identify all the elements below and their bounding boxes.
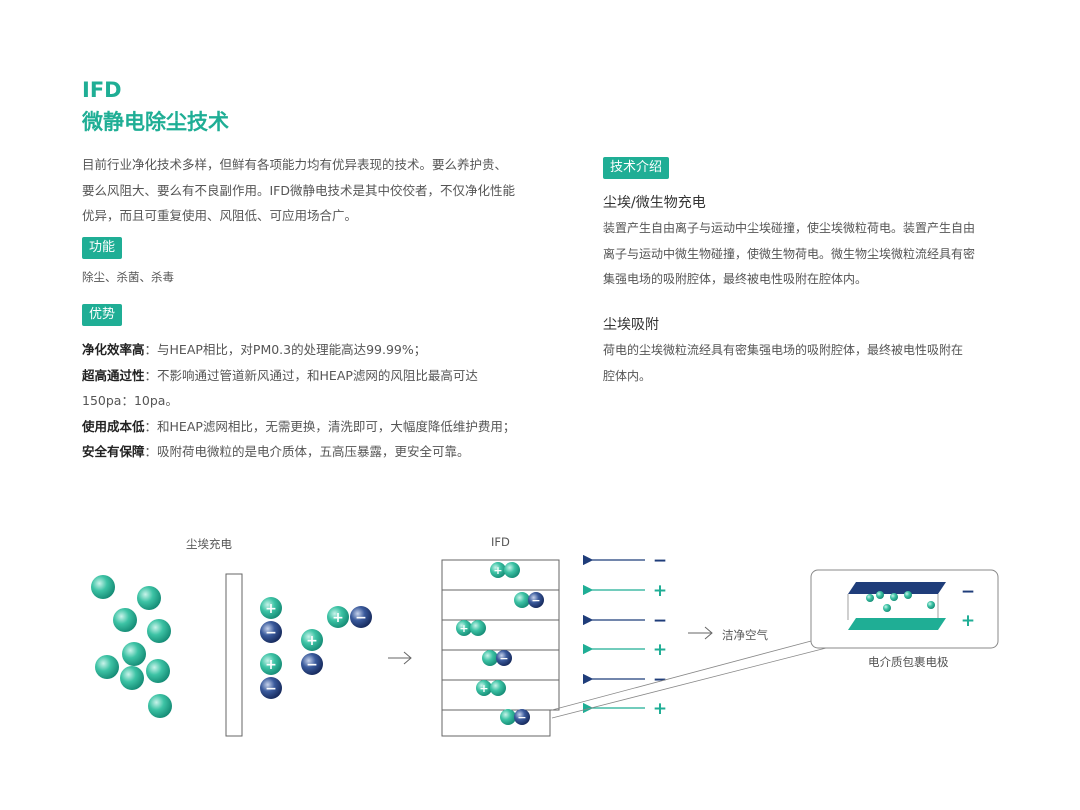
svg-text:+: + (306, 633, 318, 649)
advantage-text: ：吸附荷电微粒的是电介质体，五高压暴露，更安全可靠。 (144, 444, 470, 459)
svg-text:−: − (517, 711, 526, 724)
svg-text:+: + (265, 657, 277, 673)
advantage-item: 使用成本低：和HEAP滤网相比，无需更换，清洗即可，大幅度降低维护费用； (82, 414, 562, 440)
advantage-key: 超高通过性 (82, 367, 145, 383)
tech-badge: 技术介绍 (603, 157, 670, 179)
advantage-text: ：和HEAP滤网相比，无需更换，清洗即可，大幅度降低维护费用； (144, 418, 516, 434)
flow-arrow (388, 651, 412, 665)
advantage-item: 净化效率高：与HEAP相比，对PM0.3的处理能高达99.99%； (82, 337, 562, 363)
intro-line: 优异，而且可重复使用、风阻低、可应用场合广。 (82, 208, 358, 223)
advantage-text: ：与HEAP相比，对PM0.3的处理能高达99.99%； (144, 342, 427, 357)
page-title: 微静电除尘技术 (82, 110, 229, 134)
svg-text:+: + (265, 601, 277, 617)
svg-text:+: + (479, 682, 488, 695)
sign: + (653, 640, 667, 660)
field-arrows (582, 554, 645, 714)
advantage-item-cont: 150pa：10pa。 (82, 393, 178, 408)
captured-particles: + − + − + − (456, 562, 544, 725)
sign: − (653, 670, 667, 690)
intro-line: 目前行业净化技术多样，但鲜有各项能力均有优异表现的技术。要么养护贵、 (82, 157, 508, 172)
ifd-stack (441, 559, 560, 737)
advantage-list: 净化效率高：与HEAP相比，对PM0.3的处理能高达99.99%； 超高通过性：… (82, 337, 562, 465)
electrode-detail (810, 569, 999, 649)
clean-air-arrow (688, 626, 713, 640)
tech-s2-title: 尘埃吸附 (603, 317, 659, 333)
electrode-minus: − (961, 582, 975, 602)
tech-line: 装置产生自由离子与运动中尘埃碰撞，使尘埃微粒荷电。装置产生自由 (603, 221, 976, 235)
sign: − (653, 611, 667, 631)
charge-label: 尘埃充电 (186, 537, 232, 551)
advantage-text: ：不影响通过管道新风通过，和HEAP滤网的风阻比最高可达 (144, 367, 478, 383)
sign: − (653, 551, 667, 571)
tech-line: 离子与运动中微生物碰撞，使微生物荷电。微生物尘埃微粒流经具有密 (603, 246, 976, 261)
dust-particles (91, 575, 172, 718)
sign: + (653, 699, 667, 719)
charging-plate (225, 573, 243, 737)
clean-air-label: 洁净空气 (722, 628, 768, 642)
svg-text:−: − (265, 681, 277, 697)
svg-text:−: − (499, 652, 508, 665)
tech-line: 腔体内。 (603, 368, 652, 383)
svg-text:−: − (265, 625, 277, 641)
electrode-plus: + (961, 611, 975, 631)
advantage-key: 净化效率高 (82, 342, 145, 357)
charged-particles: + − + − + − + − (260, 597, 372, 699)
svg-text:−: − (531, 594, 540, 607)
ifd-heading: IFD (82, 78, 122, 102)
tech-s1-paragraph: 装置产生自由离子与运动中尘埃碰撞，使尘埃微粒荷电。装置产生自由 离子与运动中微生… (603, 216, 1043, 293)
tech-line: 荷电的尘埃微粒流经具有密集强电场的吸附腔体，最终被电性吸附在 (603, 343, 964, 357)
svg-text:+: + (332, 610, 344, 626)
advantage-item: 超高通过性：不影响通过管道新风通过，和HEAP滤网的风阻比最高可达 (82, 363, 562, 389)
svg-text:−: − (355, 610, 367, 626)
function-badge: 功能 (82, 237, 123, 259)
function-text: 除尘、杀菌、杀毒 (82, 270, 174, 284)
advantage-badge: 优势 (82, 304, 123, 326)
svg-text:+: + (493, 564, 502, 577)
advantage-item: 安全有保障：吸附荷电微粒的是电介质体，五高压暴露，更安全可靠。 (82, 439, 562, 465)
advantage-key: 安全有保障 (82, 444, 145, 459)
ifd-diagram-label: IFD (491, 535, 510, 549)
tech-s1-title: 尘埃/微生物充电 (603, 195, 706, 211)
field-signs: − + − + − + (653, 551, 667, 719)
advantage-key: 使用成本低 (82, 418, 145, 434)
tech-s2-paragraph: 荷电的尘埃微粒流经具有密集强电场的吸附腔体，最终被电性吸附在 腔体内。 (603, 338, 1043, 389)
svg-text:+: + (459, 622, 468, 635)
electrode-label: 电介质包裹电极 (868, 655, 949, 669)
intro-line: 要么风阻大、要么有不良副作用。IFD微静电技术是其中佼佼者，不仅净化性能 (82, 182, 516, 198)
intro-paragraph: 目前行业净化技术多样，但鲜有各项能力均有优异表现的技术。要么养护贵、 要么风阻大… (82, 152, 552, 229)
tech-line: 集强电场的吸附腔体，最终被电性吸附在腔体内。 (603, 272, 868, 286)
svg-text:−: − (306, 657, 318, 673)
sign: + (653, 581, 667, 601)
zoom-lines (551, 635, 835, 719)
